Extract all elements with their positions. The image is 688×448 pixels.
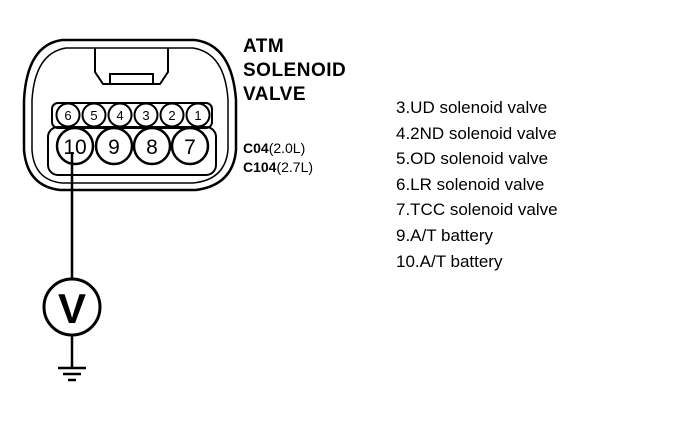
pin-3-label: 3 (142, 108, 149, 123)
legend-item: 6.LR solenoid valve (396, 174, 545, 194)
pin-10: 10 (55, 126, 95, 166)
pin-5: 5 (81, 102, 107, 128)
legend-item: 3.UD solenoid valve (396, 98, 548, 117)
pin-1: 1 (185, 102, 211, 128)
legend-item: 4.2ND solenoid valve (396, 123, 557, 143)
engine-variant: (2.0L) (268, 140, 306, 156)
engine-variant: (2.7L) (276, 159, 314, 175)
connector-housing (22, 38, 238, 192)
bottom-row-pins: 10 9 8 7 (55, 126, 210, 166)
pin-1-label: 1 (194, 108, 201, 123)
legend-item: 7.TCC solenoid valve (396, 200, 558, 220)
pin-4: 4 (107, 102, 133, 128)
component-title-line-3: VALVE (243, 84, 307, 105)
pin-10-label: 10 (63, 136, 86, 159)
pin-9-label: 9 (108, 136, 120, 159)
legend-item: 9.A/T battery (396, 225, 494, 245)
component-title-line-2: SOLENOID (243, 60, 347, 81)
pin-4-label: 4 (116, 108, 123, 123)
pin-7-label: 7 (184, 136, 196, 159)
connector-code: C104 (243, 159, 277, 175)
ground-icon (58, 335, 86, 382)
pin-9: 9 (94, 126, 134, 166)
legend-item: 10.A/T battery (396, 251, 503, 271)
connector-code-2-7l: C104(2.7L) (243, 158, 313, 176)
pin-5-label: 5 (90, 108, 97, 123)
connector-code-2-0l: C04(2.0L) (243, 139, 305, 157)
pin-2-label: 2 (168, 108, 175, 123)
voltmeter-symbol: V (58, 285, 86, 332)
pin-legend: 3.UD solenoid valve 4.2ND solenoid valve… (396, 95, 558, 274)
pin-2: 2 (159, 102, 185, 128)
component-title-line-1: ATM (243, 36, 285, 57)
pin-7: 7 (170, 126, 210, 166)
pin-6: 6 (55, 102, 81, 128)
connector-code: C04 (243, 140, 269, 156)
top-row-pins: 6 5 4 3 2 1 (55, 102, 211, 128)
pin-3: 3 (133, 102, 159, 128)
pin-8-label: 8 (146, 136, 158, 159)
legend-item: 5.OD solenoid valve (396, 149, 549, 169)
voltmeter-icon: V (42, 277, 102, 337)
pin-6-label: 6 (64, 108, 71, 123)
pin-8: 8 (132, 126, 172, 166)
